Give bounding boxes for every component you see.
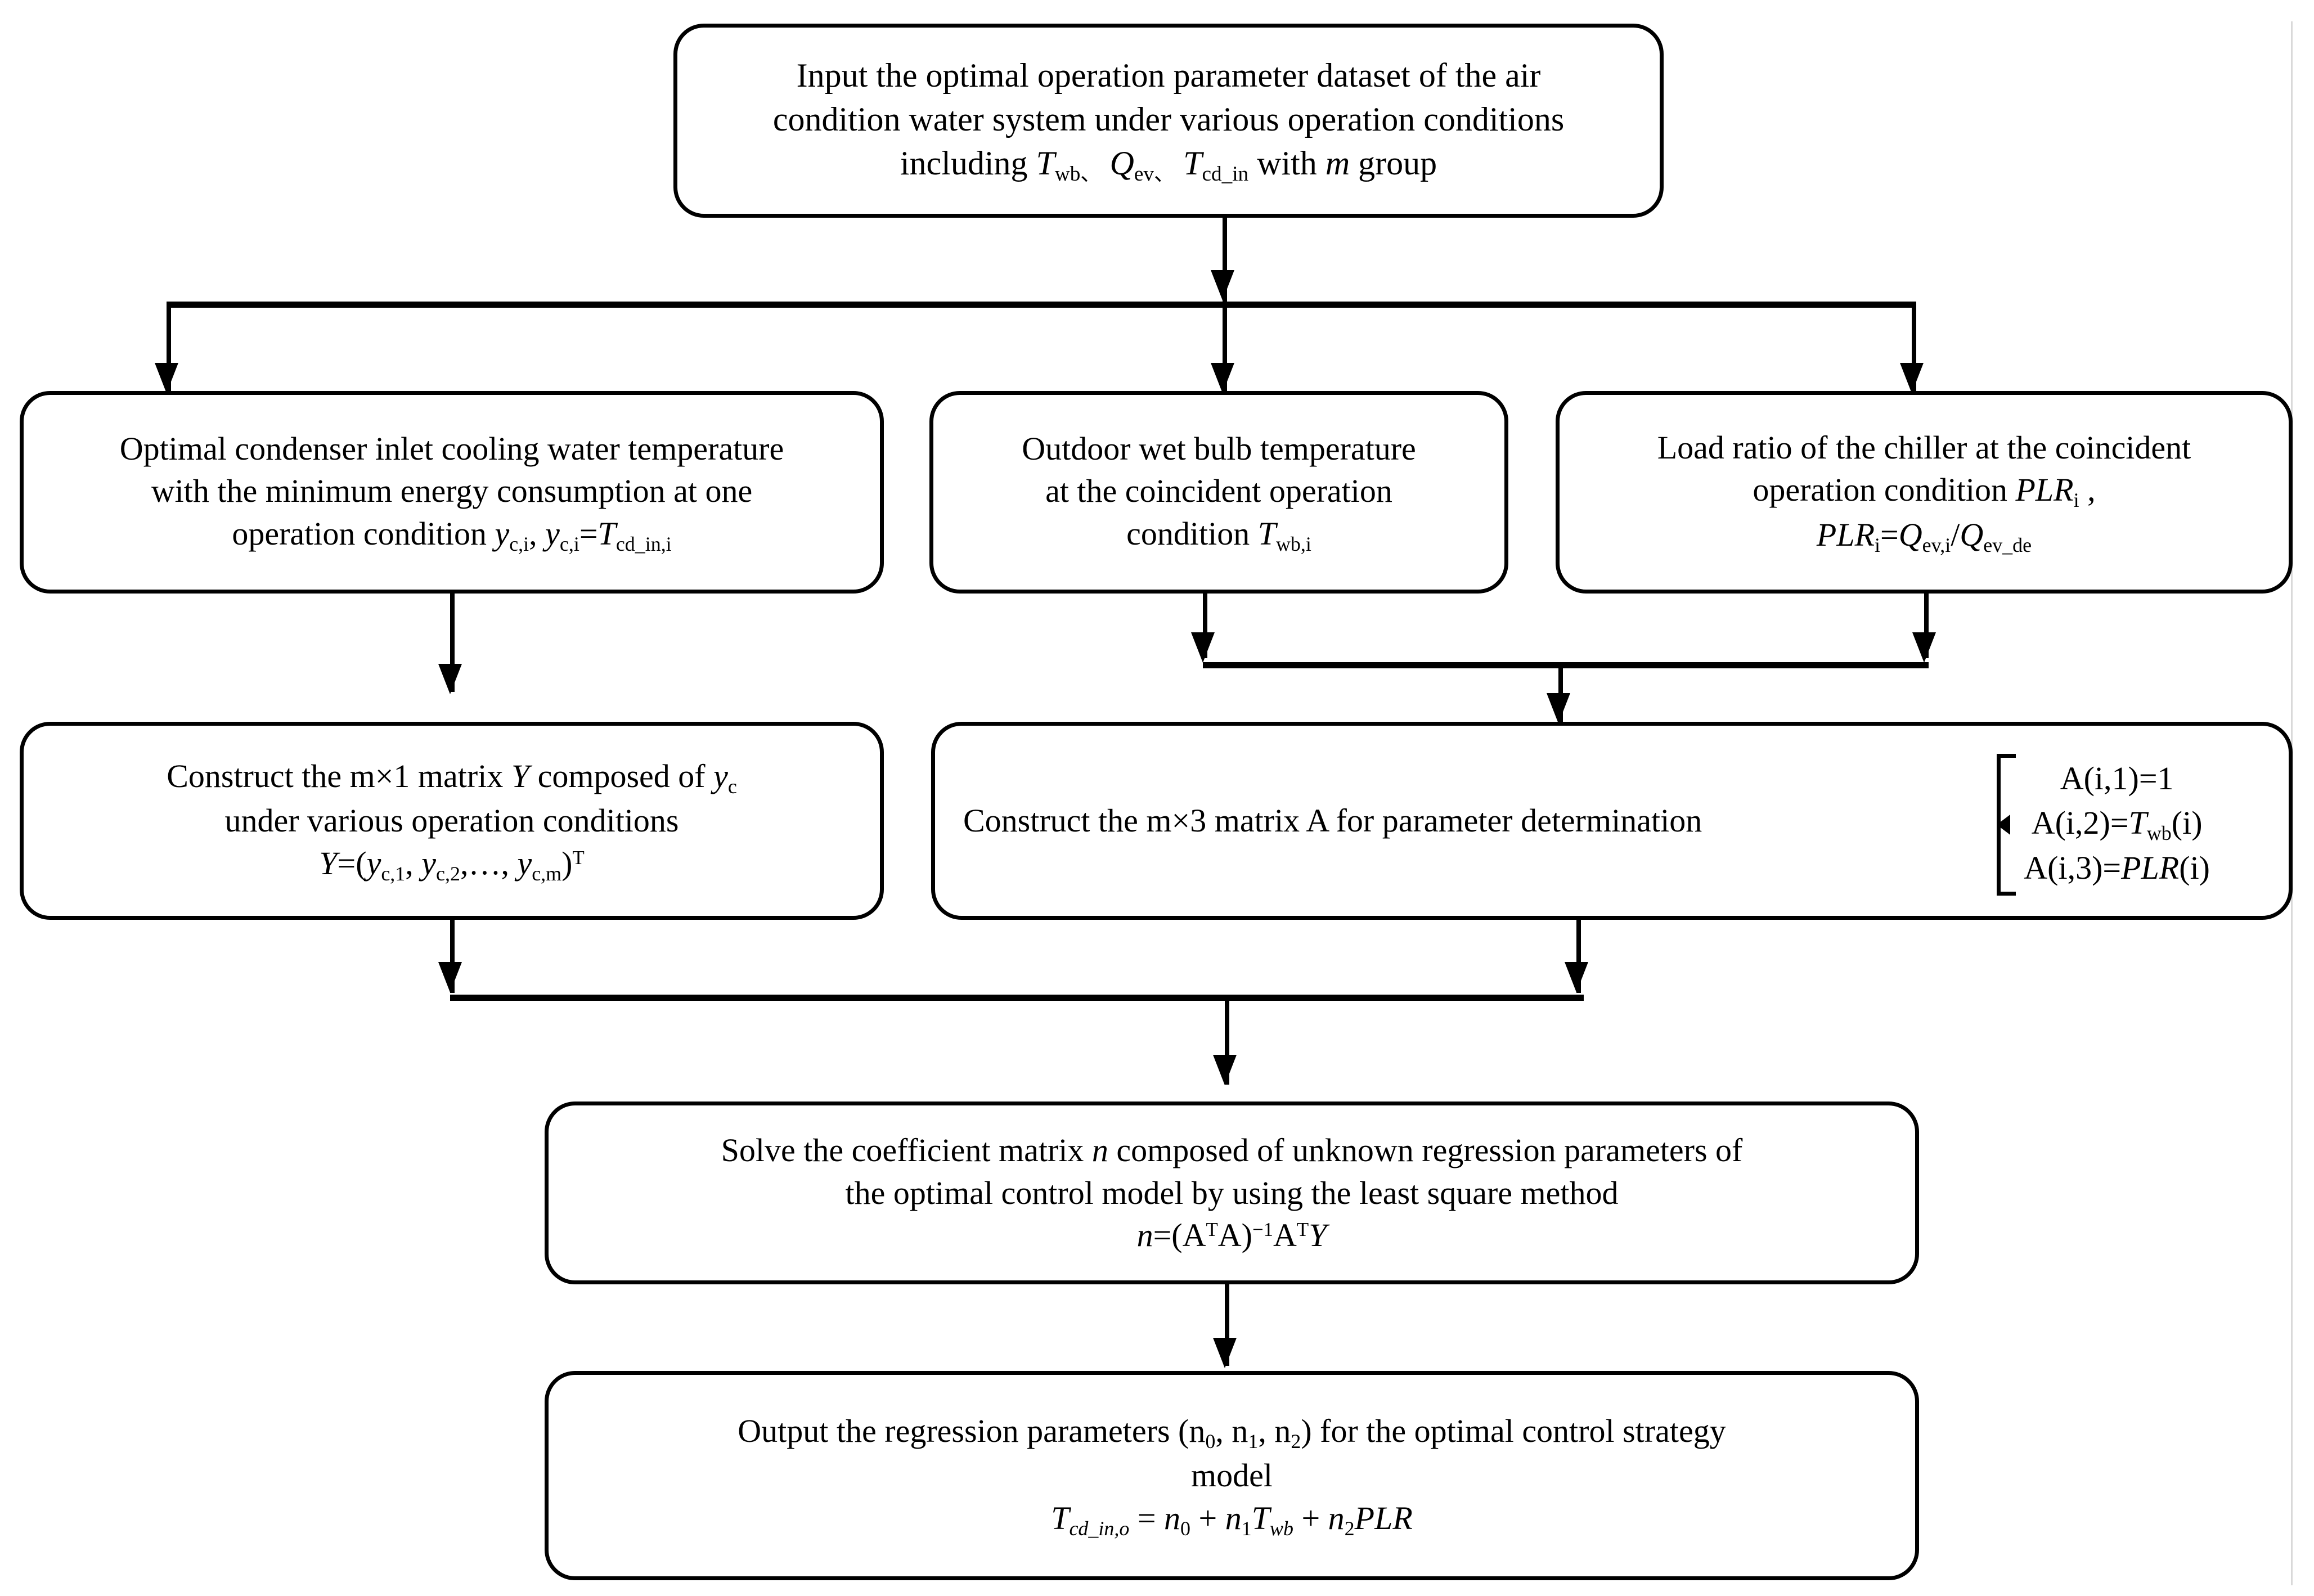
output-line-3: Tcd_in,o = n0 + n1Twb + n2PLR (1051, 1499, 1413, 1540)
matrixA-label: Construct the m×3 matrix A for parameter… (963, 802, 1702, 839)
loadratio-line-1: Load ratio of the chiller at the coincid… (1657, 429, 2191, 466)
condenser-line-3: operation condition yc,i, yc,i=Tcd_in,i (232, 515, 672, 555)
matrixY-to-merge-arrowhead (438, 962, 462, 992)
loadratio-to-merge-line (1924, 594, 1929, 658)
matrix-a-entry-3: A(i,3)=PLR(i) (2024, 849, 2210, 886)
merge-to-leastsquare-line (1225, 995, 1229, 1085)
output-line-2: model (1191, 1457, 1273, 1494)
input-line-2: condition water system under various ope… (772, 100, 1565, 138)
outdoor-wet-bulb-box: Outdoor wet bulb temperature at the coin… (929, 391, 1508, 594)
leastsquare-line-3: n=(ATA)−1ATY (1136, 1217, 1327, 1254)
matrix-a-entry-2: A(i,2)=Twb(i) (2031, 804, 2203, 845)
matrix-a-brace-group: A(i,1)=1 A(i,2)=Twb(i) A(i,3)=PLR(i) (1997, 754, 2210, 896)
input-line-3: including Twb、 Qev、 Tcd_in with m group (900, 144, 1437, 186)
input-dataset-box: Input the optimal operation parameter da… (673, 24, 1664, 218)
matrixY-to-merge-line (450, 920, 455, 993)
output-regression-parameters-box: Output the regression parameters (n0, n1… (545, 1371, 1919, 1580)
construct-matrix-a-box: Construct the m×3 matrix A for parameter… (931, 722, 2293, 920)
left-brace-icon (1997, 754, 2016, 896)
matrixY-line-2: under various operation conditions (224, 802, 679, 839)
merge-to-matrixA-arrowhead (1547, 693, 1570, 723)
input-to-bus-arrowhead (1211, 270, 1234, 300)
solve-coefficient-matrix-box: Solve the coefficient matrix n composed … (545, 1102, 1919, 1284)
merge-bus-row3 (450, 995, 1584, 1001)
matrix-a-entries: A(i,1)=1 A(i,2)=Twb(i) A(i,3)=PLR(i) (2024, 759, 2210, 890)
wetbulb-line-3: condition Twb,i (1126, 515, 1311, 555)
leastsquare-to-output-line (1225, 1284, 1229, 1366)
wetbulb-line-2: at the coincident operation (1045, 473, 1392, 510)
condenser-line-1: Optimal condenser inlet cooling water te… (119, 430, 784, 467)
chiller-load-ratio-box: Load ratio of the chiller at the coincid… (1556, 391, 2293, 594)
matrixA-to-merge-arrowhead (1565, 962, 1588, 992)
merge-to-leastsquare-arrowhead (1213, 1055, 1237, 1085)
loadratio-line-3: PLRi=Qev,i/Qev_de (1816, 516, 2032, 556)
loadratio-to-merge-arrowhead (1912, 632, 1936, 663)
leastsquare-line-2: the optimal control model by using the l… (845, 1174, 1619, 1211)
bus-to-wetbulb-line (1223, 302, 1227, 392)
merge-bus-row2 (1203, 662, 1929, 668)
output-line-1: Output the regression parameters (n0, n1… (738, 1412, 1726, 1453)
wetbulb-to-merge-line (1203, 594, 1207, 658)
condenser-line-2: with the minimum energy consumption at o… (151, 473, 753, 510)
bus-to-condenser-line (167, 302, 171, 392)
matrixA-to-merge-line (1576, 920, 1581, 993)
bus-to-loadratio-line (1912, 302, 1916, 392)
matrixY-line-3: Y=(yc,1, yc,2,…, yc,m)T (319, 844, 585, 885)
construct-matrix-y-box: Construct the m×1 matrix Y composed of y… (20, 722, 884, 920)
matrixY-line-1: Construct the m×1 matrix Y composed of y… (167, 757, 737, 798)
input-to-bus-line (1223, 218, 1227, 302)
split-bus (167, 302, 1916, 308)
bus-to-condenser-arrowhead (155, 363, 178, 393)
optimal-condenser-temperature-box: Optimal condenser inlet cooling water te… (20, 391, 884, 594)
bus-to-loadratio-arrowhead (1900, 363, 1924, 393)
loadratio-line-2: operation condition PLRi , (1753, 471, 2096, 511)
wetbulb-to-merge-arrowhead (1191, 632, 1215, 663)
matrix-a-entry-1: A(i,1)=1 (2060, 760, 2174, 797)
leastsquare-to-output-arrowhead (1213, 1338, 1237, 1368)
leastsquare-line-1: Solve the coefficient matrix n composed … (721, 1132, 1743, 1169)
condenser-to-matrixY-arrowhead (438, 664, 462, 694)
condenser-to-matrixY-line (450, 594, 455, 692)
input-line-1: Input the optimal operation parameter da… (796, 56, 1541, 94)
bus-to-wetbulb-arrowhead (1211, 363, 1234, 393)
wetbulb-line-1: Outdoor wet bulb temperature (1022, 430, 1416, 467)
